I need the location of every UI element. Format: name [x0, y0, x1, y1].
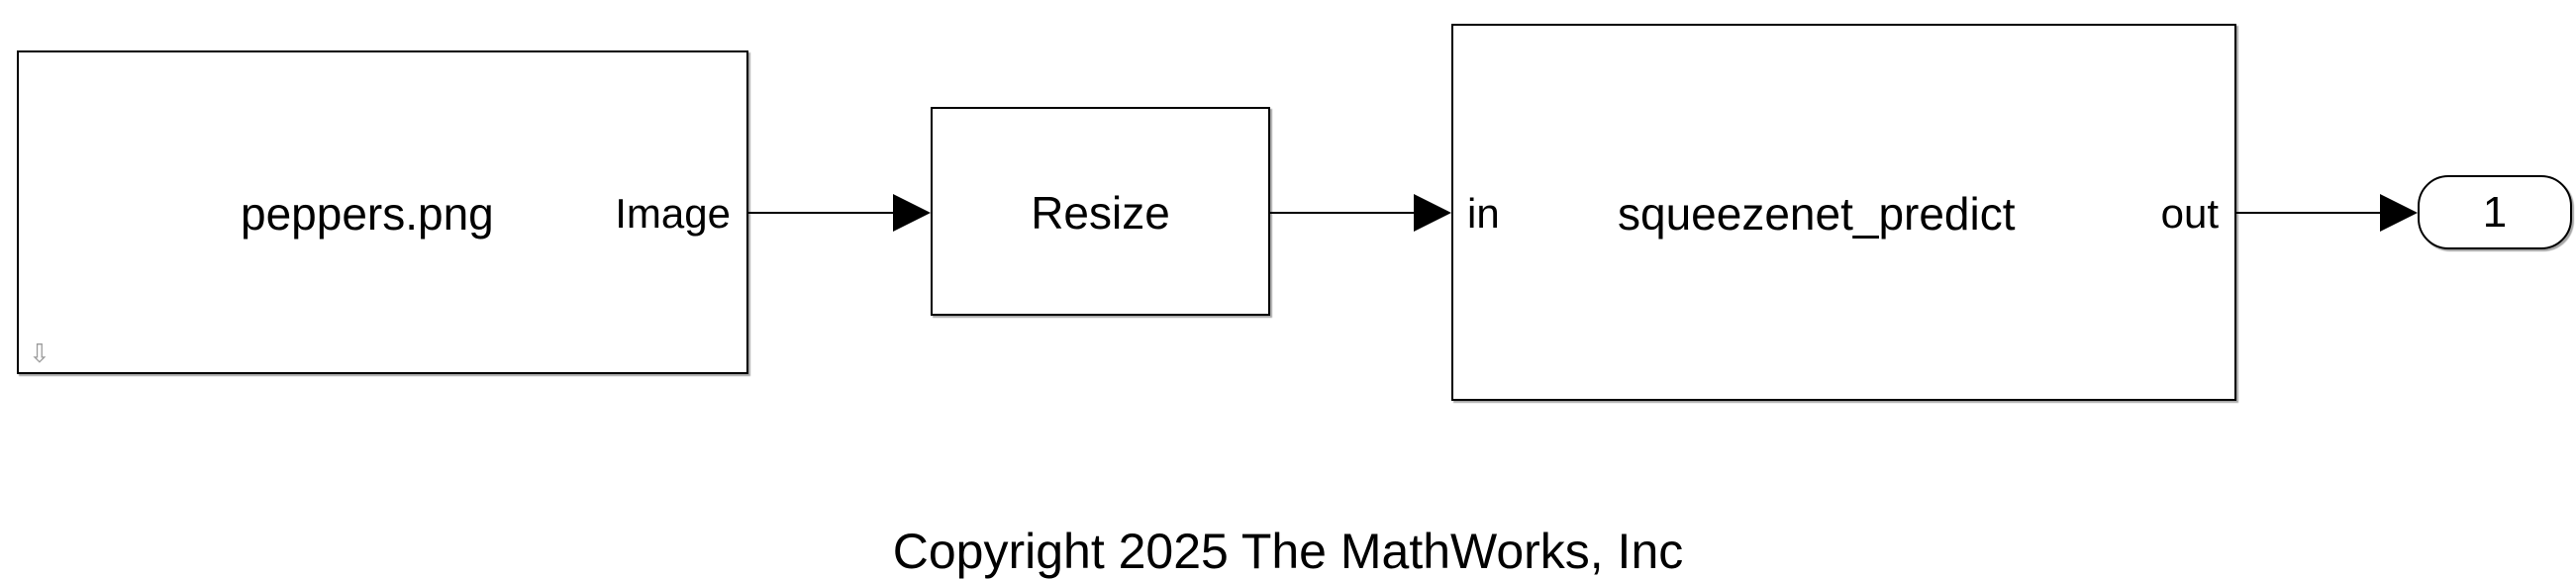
- copyright-text: Copyright 2025 The MathWorks, Inc: [892, 524, 1684, 579]
- image-output-port-label: Image: [615, 190, 731, 237]
- resize-block[interactable]: Resize: [931, 107, 1270, 316]
- outport-1-block[interactable]: 1: [2418, 175, 2572, 249]
- image-source-block[interactable]: peppers.png Image ⇩: [17, 50, 748, 374]
- arrowhead-predict-input: [1414, 194, 1451, 232]
- outport-number-label: 1: [2482, 187, 2508, 237]
- predict-block-label: squeezenet_predict: [1618, 188, 2016, 240]
- resize-block-label: Resize: [1031, 187, 1170, 239]
- predict-input-port-label: in: [1467, 190, 1500, 237]
- arrowhead-resize-input: [893, 194, 931, 232]
- predict-output-port-label: out: [2160, 190, 2219, 237]
- squeezenet-predict-block[interactable]: in squeezenet_predict out: [1451, 24, 2236, 401]
- down-arrow-icon: ⇩: [29, 338, 50, 368]
- arrowhead-outport-input: [2380, 194, 2418, 232]
- image-source-file-label: peppers.png: [241, 188, 494, 240]
